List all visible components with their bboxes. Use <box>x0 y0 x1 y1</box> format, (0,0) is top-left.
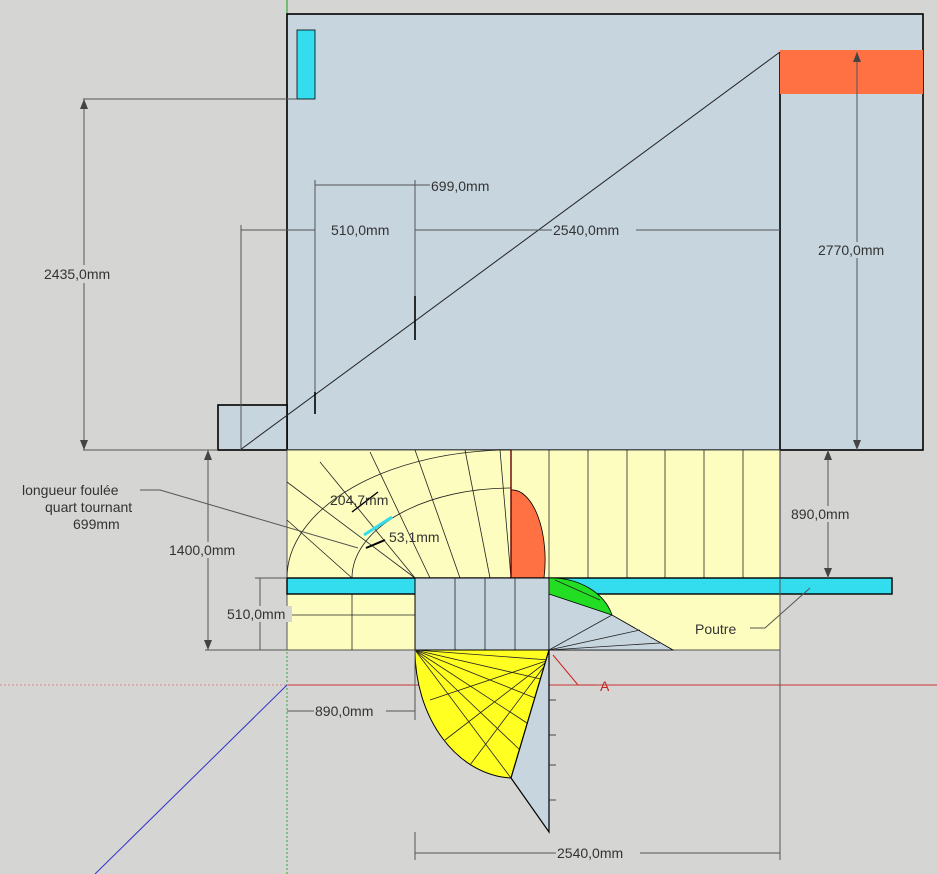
yellow-fan-lines <box>414 649 550 779</box>
lower-flight-ticks <box>549 699 556 801</box>
step-landing[interactable] <box>217 404 288 451</box>
dim-label-890-bottom: 890,0mm <box>315 703 373 719</box>
point-a-leader <box>552 654 596 686</box>
dim-label-2540-bottom: 2540,0mm <box>557 845 623 861</box>
grey-wedge-right[interactable] <box>548 593 675 651</box>
orange-winder-section[interactable] <box>510 450 546 579</box>
dim-label-2540-top: 2540,0mm <box>553 222 619 238</box>
label-bg-2770 <box>816 242 900 258</box>
step-dim-line-204 <box>351 491 379 513</box>
label-bg-2435 <box>42 265 126 283</box>
lower-stair-treads <box>454 578 516 650</box>
step-dim-line-53 <box>365 539 386 549</box>
label-bg-699 <box>430 178 500 194</box>
wedge-treads <box>548 579 661 651</box>
foulee-leader <box>140 489 359 549</box>
foulee-label-line1: longueur foulée <box>22 482 119 498</box>
cyan-window-marker[interactable] <box>296 29 316 100</box>
dim-label-1400: 1400,0mm <box>169 542 235 558</box>
dim-699 <box>314 180 430 392</box>
blue-axis <box>94 684 288 874</box>
foulee-label-line2: quart tournant <box>45 499 132 515</box>
label-bg-890-bottom <box>314 703 386 719</box>
dim-label-204: 204,7mm <box>330 492 388 508</box>
dim-label-890-right: 890,0mm <box>791 506 849 522</box>
label-bg-510-top <box>330 222 402 238</box>
label-bg-1400 <box>168 542 248 558</box>
label-bg-890-right <box>790 506 862 522</box>
beam-label: Poutre <box>695 621 736 637</box>
cyan-step-indicator <box>363 515 393 537</box>
dim-label-2770: 2770,0mm <box>818 242 884 258</box>
label-bg-2540-top <box>552 222 636 238</box>
label-bg-510-left <box>226 606 292 622</box>
foulee-label-line3: 699mm <box>73 516 120 532</box>
dim-label-510-top: 510,0mm <box>331 222 389 238</box>
label-bg-2540-bottom <box>556 845 640 861</box>
poutre-leader <box>750 587 811 629</box>
dim-label-699: 699,0mm <box>431 178 489 194</box>
dim-label-53: 53,1mm <box>389 529 440 545</box>
lower-stair-block[interactable] <box>414 577 550 651</box>
dim-label-510-left: 510,0mm <box>227 606 285 622</box>
dim-510-top <box>240 225 315 450</box>
point-a-label: A <box>600 678 610 694</box>
stair-slope-line <box>239 51 781 451</box>
orange-header-block[interactable] <box>780 50 923 94</box>
dim-label-2435: 2435,0mm <box>44 266 110 282</box>
lower-grey-flight[interactable] <box>510 649 550 834</box>
winder-treads <box>286 449 512 650</box>
